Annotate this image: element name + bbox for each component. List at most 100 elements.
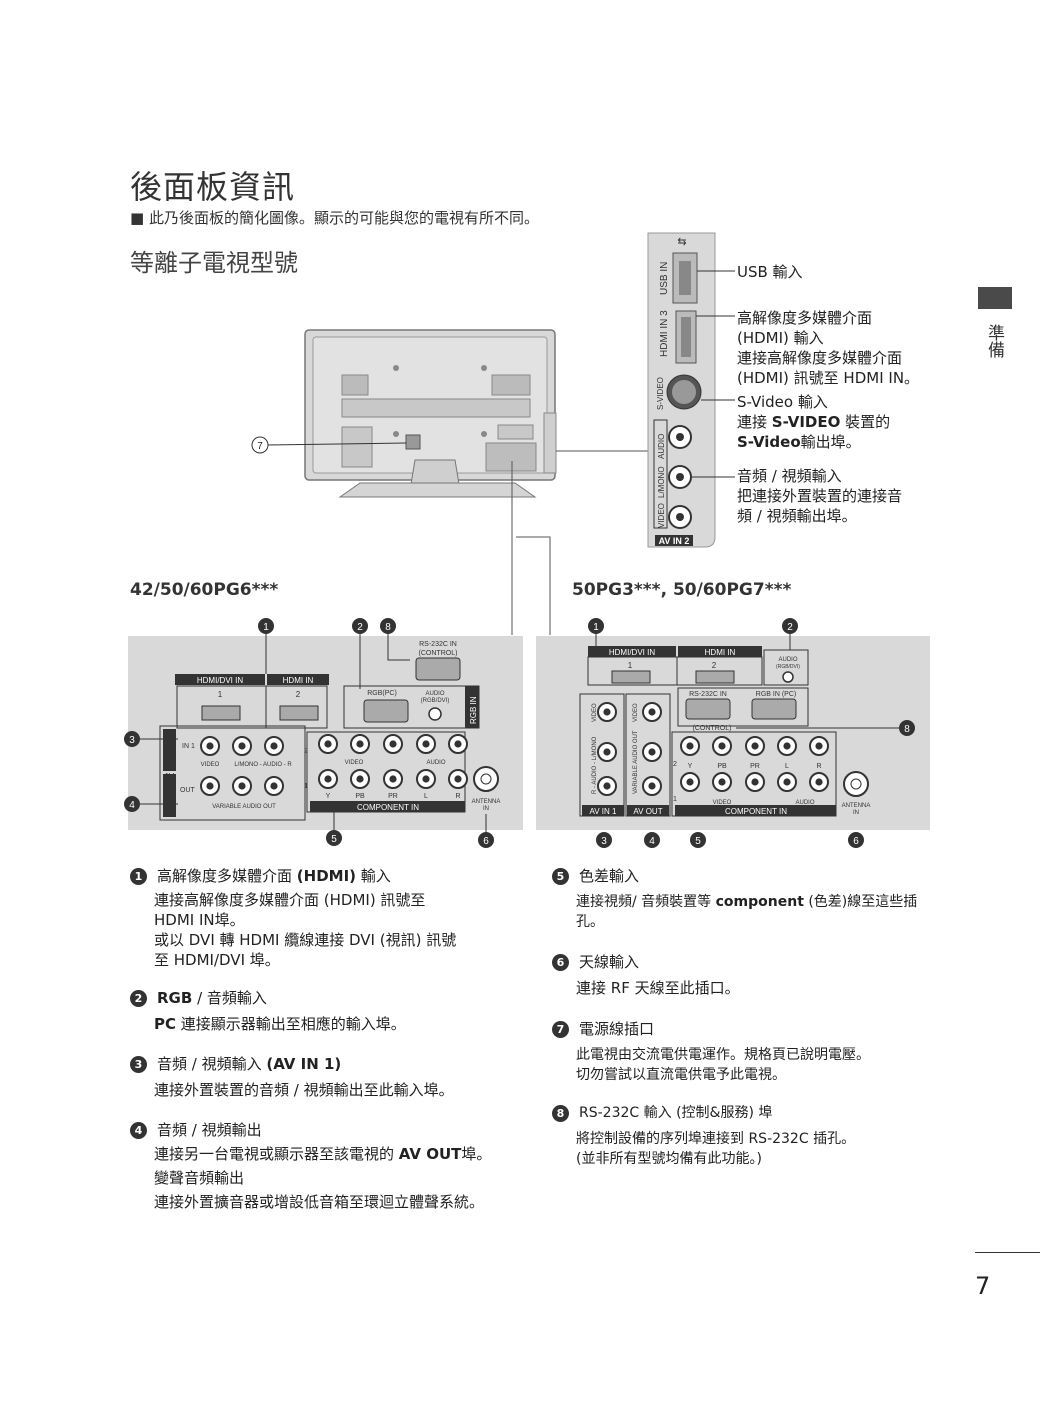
svg-text:COMPONENT IN: COMPONENT IN [357,803,419,812]
svg-text:RGB IN: RGB IN [469,696,478,724]
rs232-port [415,657,461,681]
hdmi1-port [611,670,651,684]
svg-text:L: L [424,793,428,800]
page-number-rule [975,1252,1040,1253]
callout-line-7 [267,442,407,446]
left-panel-bg [128,636,523,830]
svg-text:3: 3 [129,735,135,746]
desc-7: 7 電源線插口 此電視由交流電供電運作。規格頁已說明電壓。 切勿嘗試以直流電供電… [552,1019,942,1085]
video-label: VIDEO [657,503,666,528]
av2-label-bg [655,535,693,546]
svg-text:L: L [785,763,789,770]
connector-line-right [516,536,551,635]
svg-text:5: 5 [331,834,337,845]
svg-text:(CONTROL): (CONTROL) [419,650,458,657]
hdmi-input-description: 高解像度多媒體介面 (HDMI) 輸入 連接高解像度多媒體介面 (HDMI) 訊… [737,309,920,387]
callout-8-marker [380,618,396,634]
svg-text:IN: IN [853,810,859,816]
svg-text:1: 1 [673,796,677,803]
svg-text:2: 2 [357,622,363,633]
av2-label: AV IN 2 [659,536,690,546]
tv-side-panel [543,412,557,474]
callout-2-marker [352,618,368,634]
tv-panel-small [497,424,534,440]
usb-port-slot [679,261,691,295]
callout-7-text: 7 [257,441,263,452]
hdmi2-port [695,670,735,684]
s-video-label: S-VIDEO [656,377,665,410]
svg-text:VIDEO: VIDEO [201,762,220,768]
tv-back-diagram: 7 ⇆ AV IN 2 USB IN HDMI IN 3 S-VIDEO AUD… [251,232,735,635]
svg-text:2: 2 [712,661,717,670]
svideo-input-description: S-Video 輸入 連接 S-VIDEO 裝置的 S-Video輸出埠。 [737,393,891,451]
callout-3-marker [596,832,612,848]
callout-5-marker [690,832,706,848]
tv-power-socket [405,434,421,450]
tv-screw [393,431,399,437]
rgb-pc-port [363,699,409,723]
svg-text:ANTENNA: ANTENNA [842,803,871,809]
page-note: ■ 此乃後面板的簡化圖像。顯示的可能與您的電視有所不同。 [130,209,539,227]
svg-text:8: 8 [385,622,391,633]
svg-text:R - AUDIO - L/MONO: R - AUDIO - L/MONO [592,736,598,794]
svg-text:HDMI IN: HDMI IN [705,648,736,657]
svg-text:VARIABLE AUDIO OUT: VARIABLE AUDIO OUT [212,804,276,810]
svg-text:VIDEO: VIDEO [633,703,639,722]
svg-text:6: 6 [483,836,489,847]
desc-1: 1 高解像度多媒體介面 (HDMI) 輸入 連接高解像度多媒體介面 (HDMI)… [130,866,530,970]
svg-text:RS-232C IN: RS-232C IN [689,691,727,698]
callout-8-marker [899,720,915,736]
svg-text:RS-232C IN: RS-232C IN [419,641,457,648]
svg-text:Y: Y [326,793,331,800]
svg-text:AUDIO: AUDIO [795,800,814,806]
tv-vent-left [341,374,369,396]
rgb-audio-jack [428,707,442,721]
svg-text:RGB IN (PC): RGB IN (PC) [756,691,796,698]
svg-text:1: 1 [218,690,223,699]
page-number: 7 [975,1272,991,1300]
model-label-left: 42/50/60PG6*** [130,580,279,600]
svg-text:1: 1 [263,622,269,633]
right-rear-panel: 1 2 HDMI/DVI IN HDMI IN 1 2 AUDIO (RGB/D… [536,618,930,848]
svg-text:VIDEO: VIDEO [713,800,732,806]
svg-text:VIDEO: VIDEO [345,760,364,766]
left-rca-jacks [200,734,468,796]
usb-in-label: USB IN [659,262,670,295]
svg-text:1: 1 [628,661,633,670]
svg-text:OUT: OUT [180,787,196,794]
svg-text:PB: PB [355,793,365,800]
svg-text:RGB(PC): RGB(PC) [367,690,397,697]
svg-text:2: 2 [296,690,301,699]
section-subtitle: 等離子電視型號 [130,249,298,277]
callout-6-marker [478,832,494,848]
svg-text:AUDIO: AUDIO [778,657,797,663]
svg-text:VIDEO: VIDEO [592,703,598,722]
svg-text:(RGB/DVI): (RGB/DVI) [421,698,450,704]
desc-6: 6 天線輸入 連接 RF 天線至此插口。 [552,952,942,998]
svg-text:HDMI/DVI IN: HDMI/DVI IN [197,676,243,685]
svg-text:ANTENNA: ANTENNA [472,799,501,805]
svg-text:PB: PB [717,763,727,770]
tv-stand-base [338,482,537,498]
svg-text:IN: IN [483,806,489,812]
callout-6-marker [848,832,864,848]
av-input-description: 音頻 / 視頻輸入 把連接外置裝置的連接音 頻 / 視頻輸出埠。 [737,467,903,525]
svg-text:3: 3 [601,836,607,847]
svg-text:PR: PR [388,793,398,800]
tv-screw [393,365,399,371]
desc-5: 5 色差輸入 連接視頻/ 音頻裝置等 component (色差)線至這些插 孔… [552,866,942,932]
svg-text:PR: PR [750,763,760,770]
svg-text:AV OUT: AV OUT [633,807,662,816]
svg-text:AV IN 1: AV IN 1 [590,807,618,816]
svg-text:L/MONO - AUDIO - R: L/MONO - AUDIO - R [234,762,292,768]
tv-panel-strip [341,398,531,418]
svg-text:COMPONENT IN: COMPONENT IN [725,807,787,816]
callout-5-marker [326,830,342,846]
svg-text:(RGB/DVI): (RGB/DVI) [776,664,800,670]
rgb-pc-port [751,698,797,720]
section-tab-marker [978,287,1012,309]
svg-text:AUDIO: AUDIO [426,760,445,766]
svg-text:2: 2 [787,622,793,633]
svg-text:6: 6 [853,836,859,847]
tv-panel-block [341,426,373,468]
